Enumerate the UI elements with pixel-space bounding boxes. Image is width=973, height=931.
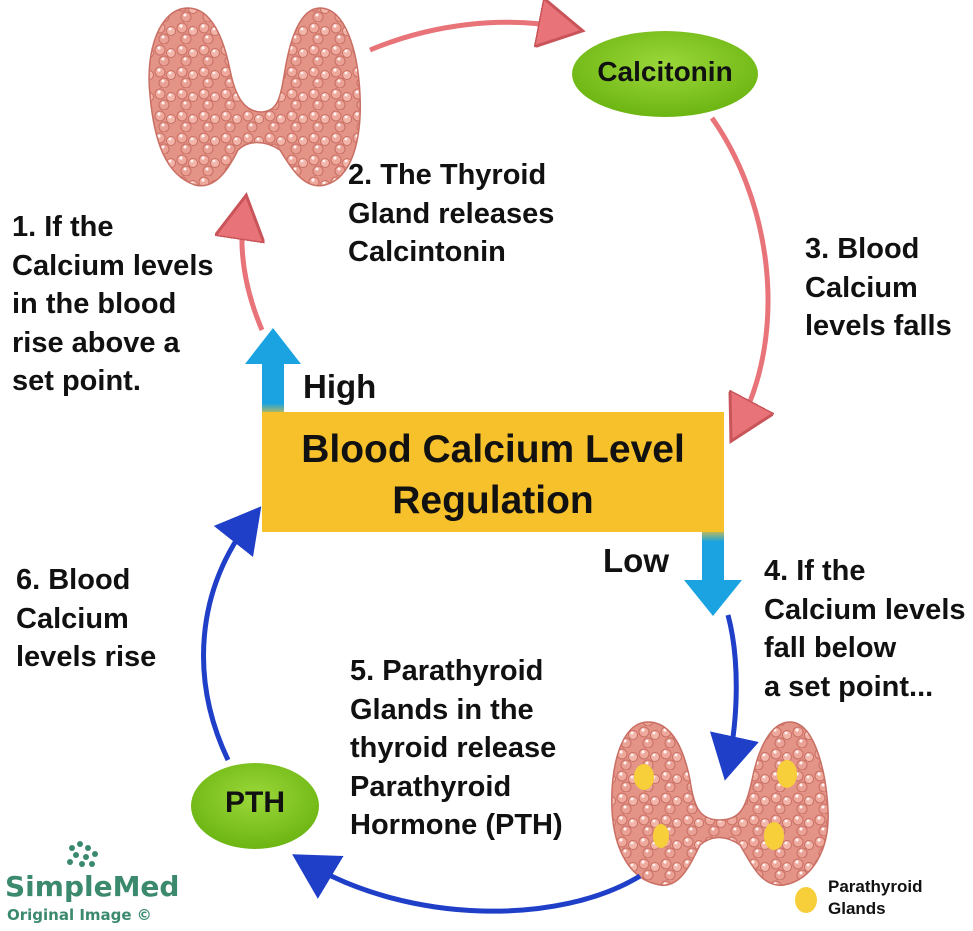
arrow-thyroid-to-pth <box>305 862 640 911</box>
step-3-text: 3. Blood Calcium levels falls <box>805 230 952 346</box>
high-label: High <box>303 368 376 406</box>
simplemed-logo-icon <box>67 841 98 867</box>
high-up-arrow <box>245 328 301 417</box>
low-down-arrow <box>684 528 742 616</box>
step-1-text: 1. If the Calcium levels in the blood ri… <box>12 208 214 401</box>
low-label: Low <box>603 542 669 580</box>
step-5-text: 5. Parathyroid Glands in the thyroid rel… <box>350 652 563 845</box>
thyroid-gland-bottom <box>612 722 828 885</box>
center-title: Blood Calcium Level Regulation <box>262 424 724 526</box>
legend-parathyroid-swatch <box>795 887 817 913</box>
arrow-pth-to-box <box>204 518 252 760</box>
step-2-text: 2. The Thyroid Gland releases Calcintoni… <box>348 156 554 272</box>
parathyroid-gland <box>777 760 797 788</box>
parathyroid-gland <box>634 764 654 790</box>
calcitonin-label: Calcitonin <box>572 56 758 88</box>
parathyroid-gland <box>764 822 784 850</box>
arrow-calcitonin-to-box <box>712 118 768 428</box>
brand-sub: Original Image © <box>7 906 152 924</box>
arrow-low-to-thyroid <box>728 615 736 766</box>
arrow-thyroid-to-calcitonin <box>370 22 568 50</box>
step-6-text: 6. Blood Calcium levels rise <box>16 561 156 677</box>
thyroid-gland-top <box>149 8 360 186</box>
brand-name: SimpleMed <box>5 870 179 903</box>
step-4-text: 4. If the Calcium levels fall below a se… <box>764 552 966 706</box>
parathyroid-gland <box>653 824 669 848</box>
legend-label: Parathyroid Glands <box>828 876 922 920</box>
pth-label: PTH <box>191 786 319 820</box>
arrow-high-to-thyroid <box>242 210 262 330</box>
